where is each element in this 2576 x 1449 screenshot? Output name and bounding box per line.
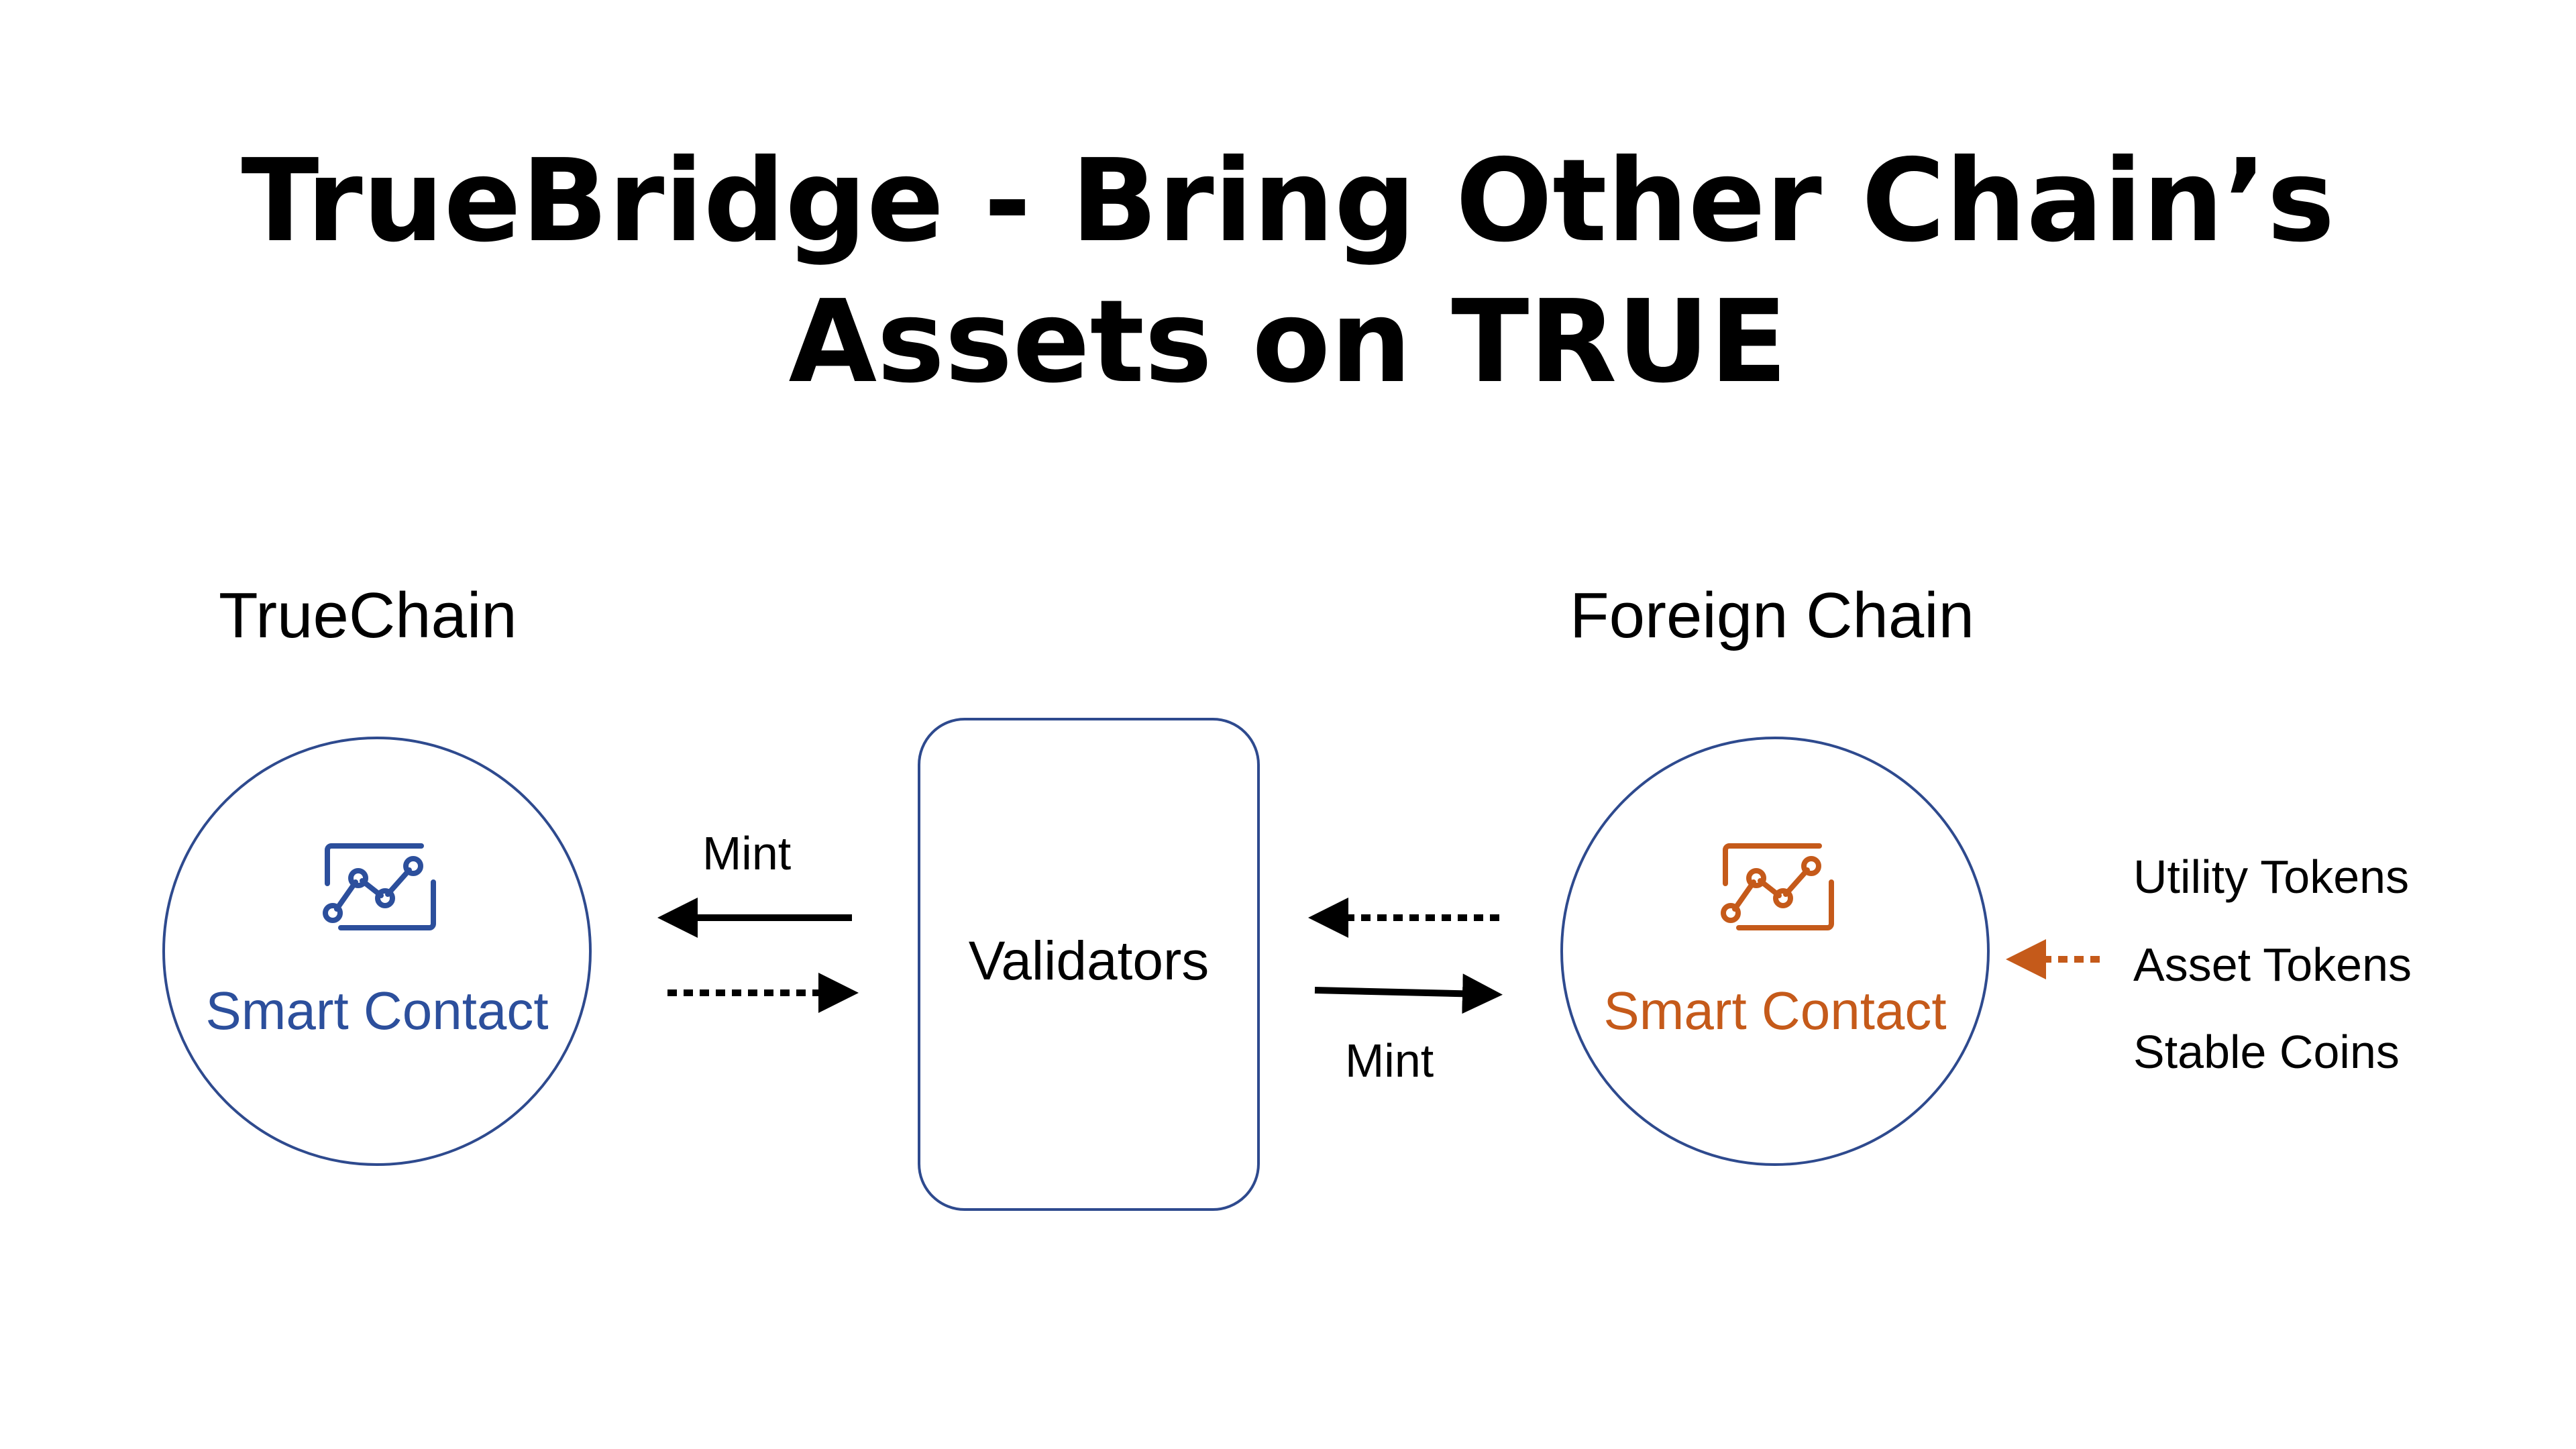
token-asset: Asset Tokens xyxy=(2133,938,2412,991)
mint-arrow-to-foreign-chain xyxy=(1314,973,1503,1014)
chart-dashboard-icon xyxy=(323,843,436,930)
page-title: TrueBridge - Bring Other Chain’s Assets … xyxy=(0,131,2576,413)
foreign-chain-label: Foreign Chain xyxy=(1570,580,1974,651)
validators-label: Validators xyxy=(968,930,1210,991)
mint-label-left: Mint xyxy=(702,827,792,879)
foreign-contract-label: Smart Contact xyxy=(1603,981,1947,1040)
token-stable: Stable Coins xyxy=(2133,1026,2400,1078)
foreign-smart-contract-node xyxy=(1560,737,1990,1166)
mint-label-right: Mint xyxy=(1345,1034,1434,1087)
validators-node xyxy=(918,718,1260,1211)
title-line-1: TrueBridge - Bring Other Chain’s xyxy=(241,135,2335,268)
token-utility: Utility Tokens xyxy=(2133,851,2410,903)
title-line-2: Assets on TRUE xyxy=(788,276,1788,409)
truechain-contract-label: Smart Contact xyxy=(205,981,549,1040)
truechain-label: TrueChain xyxy=(219,580,517,651)
truechain-smart-contract-node xyxy=(162,737,592,1166)
chart-dashboard-icon xyxy=(1721,843,1834,930)
